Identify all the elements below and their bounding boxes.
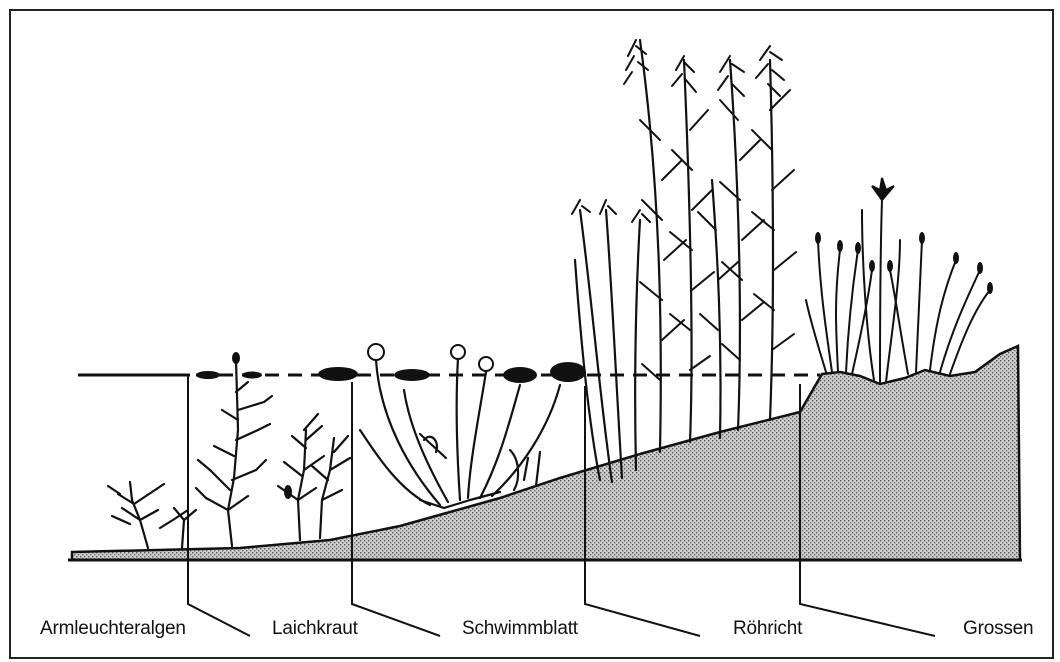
iris-flower (872, 178, 894, 200)
plant-bud (284, 485, 292, 499)
grossen-sedges (806, 200, 990, 382)
roehricht-reeds (575, 40, 773, 482)
armleuchteralgen-plants (108, 360, 350, 548)
zone-label-armleuchteralgen: Armleuchteralgen (40, 618, 186, 640)
sedge-seed-heads (815, 232, 993, 294)
zone-label-roehricht: Röhricht (733, 618, 802, 640)
zone-label-laichkraut: Laichkraut (272, 618, 358, 640)
zone-label-schwimmblatt: Schwimmblatt (462, 618, 578, 640)
plant-bud (232, 352, 240, 364)
floating-leaves (196, 362, 586, 383)
water-lily-flowers (368, 344, 493, 371)
zone-label-grossen: Grossen (963, 618, 1033, 640)
